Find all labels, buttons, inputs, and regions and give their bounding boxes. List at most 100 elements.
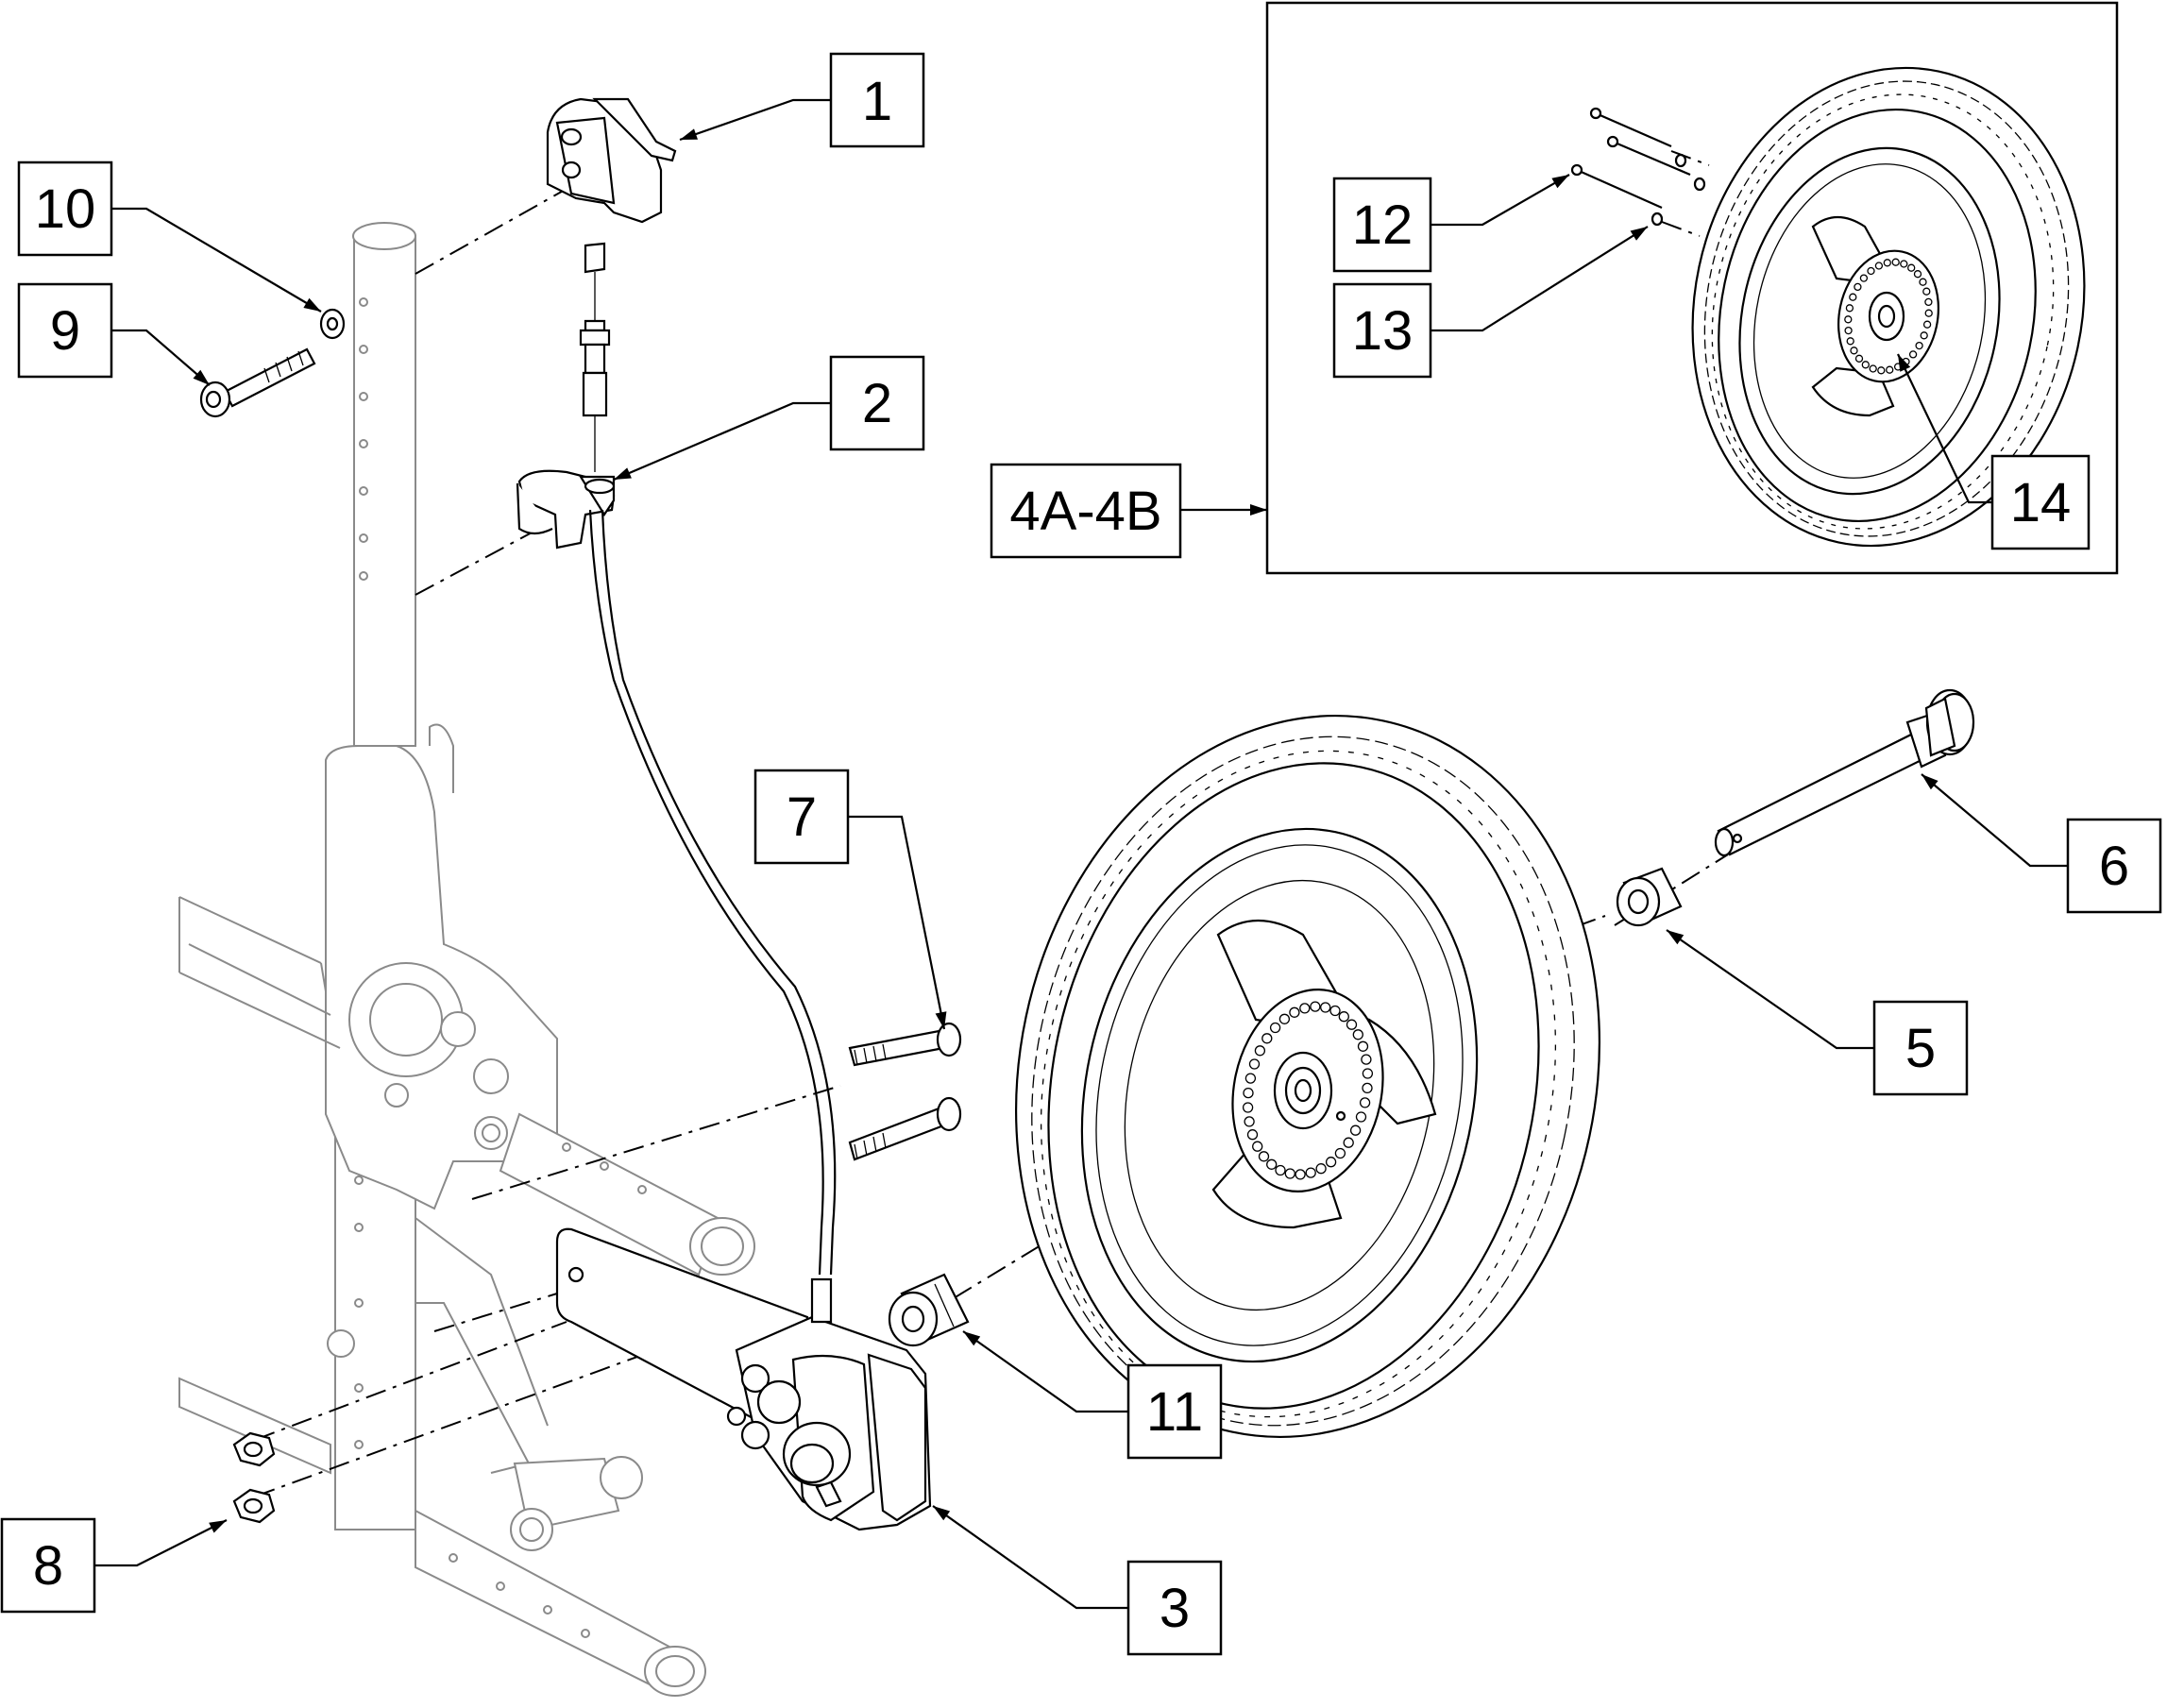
- bolt-hole: [1357, 1040, 1369, 1052]
- callout-5: 5: [1872, 1000, 1969, 1096]
- arrowhead: [1551, 175, 1569, 189]
- bolt-hole: [1908, 350, 1918, 359]
- svg-text:3: 3: [1160, 1578, 1190, 1639]
- svg-text:8: 8: [33, 1535, 63, 1597]
- bolt-hole: [1850, 347, 1858, 355]
- callout-6: 6: [2066, 818, 2162, 914]
- bolt-hole: [1246, 1129, 1259, 1141]
- arrowhead: [209, 1520, 227, 1533]
- svg-text:7: 7: [787, 786, 817, 848]
- bolt-hole: [1310, 1001, 1321, 1012]
- bolt-hole: [1359, 1097, 1371, 1108]
- bolt-hole: [1883, 259, 1891, 267]
- bolt-hole: [1278, 1013, 1291, 1024]
- bolt-hole: [1244, 1073, 1257, 1084]
- arrowheads: [193, 128, 1938, 1533]
- brake-housing-icon: [555, 1227, 932, 1531]
- arrowhead: [1898, 354, 1911, 372]
- bolt-hole: [1854, 354, 1864, 363]
- bolt-hole: [1924, 309, 1933, 317]
- bolt-hole: [1854, 282, 1862, 292]
- svg-text:4A-4B: 4A-4B: [1009, 481, 1161, 542]
- bolt-hole: [1305, 1167, 1316, 1178]
- arrowhead: [935, 1011, 947, 1029]
- bolt-hole: [1859, 274, 1869, 282]
- callout-13: 13: [1332, 282, 1432, 379]
- bolt-hole: [1924, 297, 1933, 307]
- svg-text:11: 11: [1146, 1381, 1203, 1443]
- bolt-hole: [1919, 278, 1927, 286]
- cable-clip-icon: [516, 469, 616, 550]
- callout-1: 1: [829, 52, 925, 148]
- bolt-hole: [1244, 1116, 1255, 1127]
- bolt-hole: [1275, 1164, 1286, 1176]
- bolt-hole: [1242, 1102, 1254, 1113]
- bolt-hole: [1846, 337, 1854, 346]
- bolt-hole: [1362, 1068, 1374, 1079]
- bolt-hole: [1248, 1058, 1261, 1070]
- callout-11: 11: [1126, 1363, 1223, 1460]
- bolt-icon: [848, 1022, 962, 1161]
- callout-10: 10: [17, 161, 113, 257]
- leader-lines: [94, 98, 2068, 1610]
- bolt-hole: [1920, 331, 1928, 340]
- bolt-hole: [1243, 1087, 1254, 1099]
- bolt-hole: [1284, 1168, 1295, 1179]
- bolt-hole: [1922, 320, 1932, 329]
- bolt-icon: [1570, 107, 1691, 210]
- arrowhead: [1922, 774, 1938, 790]
- bolt-hole: [1891, 258, 1900, 266]
- bolt-hole: [1325, 1157, 1337, 1168]
- arrowhead: [680, 128, 698, 140]
- washer-icon: [1651, 153, 1706, 227]
- svg-text:1: 1: [862, 71, 892, 132]
- wheel-bolt-holes: [1242, 1001, 1374, 1180]
- bolt-hole: [1254, 1045, 1266, 1057]
- callout-9: 9: [17, 282, 113, 379]
- bolt-hole: [1349, 1125, 1362, 1136]
- svg-text:6: 6: [2099, 836, 2129, 897]
- bolt-hole: [1845, 304, 1854, 313]
- wheel-icon: [1015, 715, 1600, 1438]
- arrowhead: [303, 297, 321, 312]
- svg-text:2: 2: [862, 373, 892, 434]
- bolt-hole: [1867, 266, 1875, 276]
- bolt-hole: [1289, 1006, 1300, 1018]
- bolt-hole: [1315, 1163, 1327, 1175]
- callout-12: 12: [1332, 177, 1432, 273]
- bolt-hole: [1915, 341, 1923, 350]
- bolt-hole: [1361, 1054, 1372, 1065]
- svg-text:14: 14: [2010, 472, 2072, 533]
- svg-text:5: 5: [1905, 1018, 1936, 1079]
- svg-text:13: 13: [1352, 300, 1414, 362]
- callout-14: 14: [1990, 454, 2091, 550]
- arrowhead: [1250, 504, 1267, 516]
- bolt-hole: [1334, 1147, 1346, 1159]
- bolt-hole: [1329, 1005, 1341, 1017]
- bolt-icon: [199, 347, 316, 418]
- arrowhead: [1667, 930, 1685, 945]
- bolt-hole: [1362, 1082, 1373, 1094]
- bolt-hole: [1861, 361, 1870, 369]
- svg-text:10: 10: [35, 178, 96, 240]
- svg-text:9: 9: [50, 300, 80, 362]
- brake-cable: [588, 509, 837, 1276]
- arrowhead: [933, 1506, 951, 1521]
- collar-icon: [888, 1273, 970, 1347]
- axle-icon: [1714, 688, 1975, 857]
- bolt-hole: [1299, 1003, 1311, 1014]
- bolt-hole: [1922, 287, 1931, 296]
- bolt-hole: [1343, 1137, 1354, 1148]
- arrowhead: [963, 1331, 981, 1346]
- svg-text:12: 12: [1352, 194, 1414, 256]
- callout-7: 7: [753, 769, 850, 865]
- bolt-hole: [1338, 1011, 1349, 1023]
- bolt-hole: [1849, 293, 1857, 301]
- arrowhead: [614, 467, 632, 480]
- bolt-hole: [1261, 1033, 1273, 1044]
- arrowhead: [1630, 227, 1648, 241]
- arrowhead: [193, 369, 210, 385]
- bolt-hole: [1844, 315, 1853, 324]
- callout-3: 3: [1126, 1560, 1223, 1656]
